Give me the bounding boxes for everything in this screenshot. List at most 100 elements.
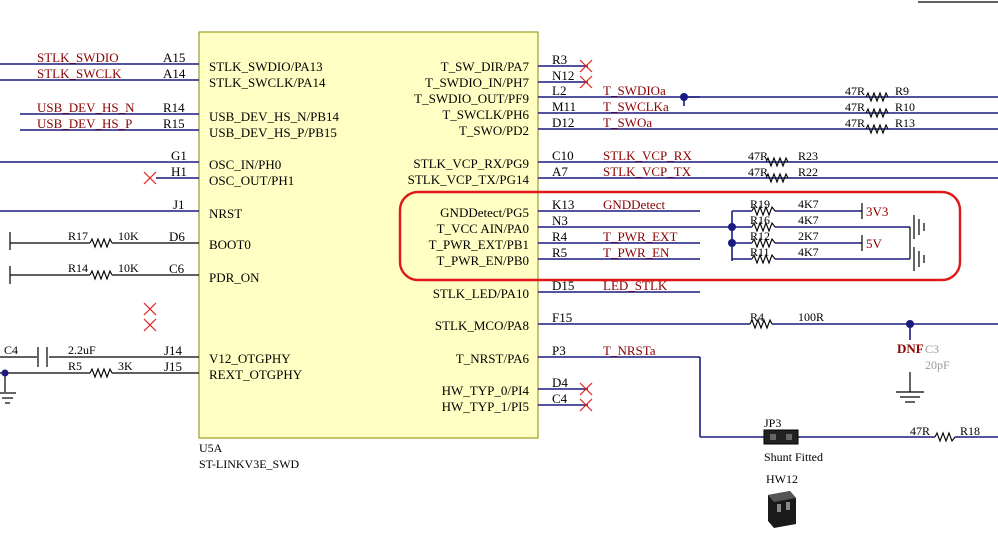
ic-part-number: ST-LINKV3E_SWD [199, 457, 300, 471]
svg-text:STLK_VCP_TX/PG14: STLK_VCP_TX/PG14 [408, 172, 530, 187]
label-c3-val: 20pF [925, 358, 950, 372]
svg-text:4K7: 4K7 [798, 197, 819, 211]
left-pin-names: STLK_SWDIO/PA13 STLK_SWCLK/PA14 USB_DEV_… [209, 59, 340, 382]
resistor-r10-symbol [865, 107, 889, 119]
svg-text:T_NRSTa: T_NRSTa [603, 343, 656, 358]
resistor-r19-symbol [751, 205, 776, 217]
svg-text:STLK_VCP_RX: STLK_VCP_RX [603, 148, 692, 163]
resistor-r11-symbol [751, 253, 776, 265]
svg-text:A7: A7 [552, 164, 568, 179]
label-hw12-ref: HW12 [766, 472, 798, 486]
net-label-stlk-swdio: STLK_SWDIO [37, 50, 119, 65]
svg-text:K13: K13 [552, 197, 574, 212]
resistor-r14-symbol [89, 269, 113, 281]
no-connect-marks-right [579, 59, 593, 412]
power-label-3v3: 3V3 [866, 204, 888, 219]
svg-text:R5: R5 [552, 245, 567, 260]
svg-text:47R: 47R [845, 100, 865, 114]
svg-text:GNDDetect/PG5: GNDDetect/PG5 [440, 205, 529, 220]
svg-text:R4: R4 [552, 229, 568, 244]
svg-text:R11: R11 [750, 245, 770, 259]
svg-text:STLK_SWDIO/PA13: STLK_SWDIO/PA13 [209, 59, 323, 74]
power-label-5v: 5V [866, 236, 883, 251]
svg-text:G1: G1 [171, 148, 187, 163]
ground-symbol-right [909, 215, 925, 271]
svg-text:47R: 47R [748, 165, 768, 179]
svg-text:C10: C10 [552, 148, 574, 163]
label-r5-val: 3K [118, 359, 133, 373]
resistor-r22-symbol [765, 172, 789, 184]
right-wires [538, 65, 998, 438]
svg-text:STLK_MCO/PA8: STLK_MCO/PA8 [435, 318, 529, 333]
svg-text:USB_DEV_HS_N/PB14: USB_DEV_HS_N/PB14 [209, 109, 340, 124]
svg-text:D15: D15 [552, 278, 574, 293]
svg-text:J14: J14 [164, 343, 183, 358]
svg-text:4K7: 4K7 [798, 213, 819, 227]
svg-text:D12: D12 [552, 115, 574, 130]
right-net-labels: T_SWDIOa T_SWCLKa T_SWOa STLK_VCP_RX STL… [603, 83, 692, 358]
svg-text:R22: R22 [798, 165, 818, 179]
left-wires [0, 63, 199, 404]
svg-text:R13: R13 [895, 116, 915, 130]
resistor-r23-symbol [765, 156, 789, 168]
label-c4-ref: C4 [4, 343, 18, 357]
svg-text:R18: R18 [960, 424, 980, 438]
svg-text:T_PWR_EN: T_PWR_EN [603, 245, 670, 260]
svg-text:47R: 47R [845, 116, 865, 130]
label-r5-ref: R5 [68, 359, 82, 373]
resistor-r17-symbol [89, 237, 113, 249]
resistor-r16-symbol [751, 221, 776, 233]
svg-text:T_SWCLK/PH6: T_SWCLK/PH6 [442, 107, 529, 122]
svg-text:R19: R19 [750, 197, 770, 211]
svg-text:T_SWDIO_OUT/PF9: T_SWDIO_OUT/PF9 [414, 91, 529, 106]
junction-pwr-ext [728, 239, 736, 247]
svg-text:R12: R12 [750, 229, 770, 243]
resistor-r12-symbol [751, 237, 776, 249]
svg-text:T_SW_DIR/PA7: T_SW_DIR/PA7 [441, 59, 530, 74]
svg-text:R14: R14 [163, 100, 185, 115]
ic-u5a-body [198, 31, 539, 439]
svg-text:BOOT0: BOOT0 [209, 237, 251, 252]
svg-text:R10: R10 [895, 100, 915, 114]
svg-text:R4: R4 [750, 310, 764, 324]
net-label-usb-dev-hs-n: USB_DEV_HS_N [37, 100, 135, 115]
svg-text:N12: N12 [552, 68, 574, 83]
svg-text:PDR_ON: PDR_ON [209, 270, 260, 285]
svg-text:OSC_OUT/PH1: OSC_OUT/PH1 [209, 173, 294, 188]
label-c3-dnf: DNF [897, 341, 924, 356]
svg-text:T_SWO/PD2: T_SWO/PD2 [459, 123, 529, 138]
svg-text:LED_STLK: LED_STLK [603, 278, 668, 293]
label-jp3-note: Shunt Fitted [764, 450, 823, 464]
junction-swdio [680, 93, 688, 101]
left-pin-numbers: A15 A14 R14 R15 G1 H1 J1 D6 C6 J14 J15 [163, 50, 187, 374]
svg-text:J1: J1 [173, 197, 185, 212]
highlight-box [398, 190, 962, 282]
svg-text:T_SWCLKa: T_SWCLKa [603, 99, 669, 114]
svg-text:F15: F15 [552, 310, 572, 325]
no-connect-marks-left [143, 171, 157, 332]
svg-text:P3: P3 [552, 343, 566, 358]
jumper-jp3-body [763, 429, 799, 445]
svg-text:2K7: 2K7 [798, 229, 819, 243]
svg-text:T_NRST/PA6: T_NRST/PA6 [456, 351, 530, 366]
resistor-r4-symbol [749, 318, 773, 330]
ic-designator: U5A [199, 441, 223, 455]
svg-text:A14: A14 [163, 66, 186, 81]
svg-text:HW_TYP_0/PI4: HW_TYP_0/PI4 [442, 383, 530, 398]
svg-text:100R: 100R [798, 310, 824, 324]
svg-text:N3: N3 [552, 213, 568, 228]
right-pin-numbers: R3 N12 L2 M11 D12 C10 A7 K13 N3 R4 R5 D1… [552, 52, 576, 406]
label-jp3-ref: JP3 [764, 416, 781, 430]
svg-text:47R: 47R [748, 149, 768, 163]
label-r17-val: 10K [118, 229, 139, 243]
svg-text:STLK_VCP_RX/PG9: STLK_VCP_RX/PG9 [413, 156, 529, 171]
svg-text:A15: A15 [163, 50, 185, 65]
label-r14-val: 10K [118, 261, 139, 275]
svg-text:R16: R16 [750, 213, 770, 227]
svg-text:T_PWR_EN/PB0: T_PWR_EN/PB0 [437, 253, 529, 268]
svg-text:T_SWDIO_IN/PH7: T_SWDIO_IN/PH7 [425, 75, 529, 90]
svg-text:47R: 47R [845, 84, 865, 98]
svg-text:USB_DEV_HS_P/PB15: USB_DEV_HS_P/PB15 [209, 125, 337, 140]
resistor-r5-symbol [89, 367, 113, 379]
